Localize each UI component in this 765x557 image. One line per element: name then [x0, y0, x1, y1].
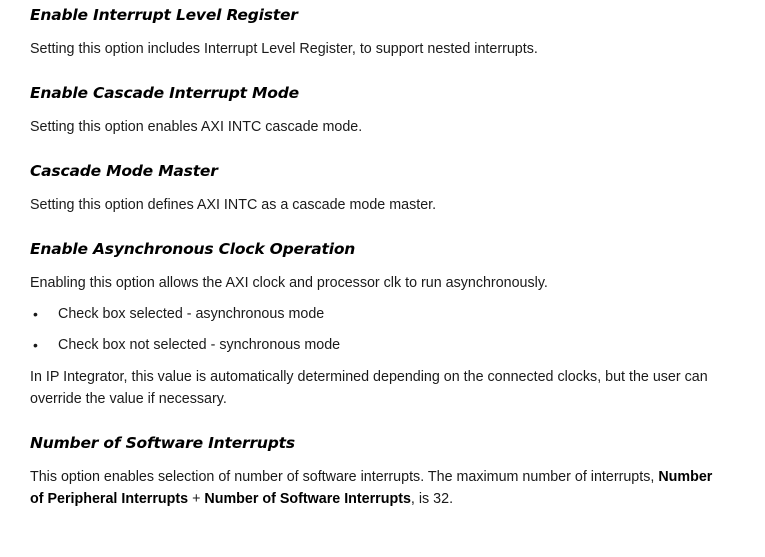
spacer	[30, 294, 725, 303]
spacer	[30, 25, 725, 38]
paragraph-run: , is 32.	[410, 491, 454, 507]
section-heading: Number of Software Interrupts	[30, 434, 295, 452]
list-item-label: Check box selected - asynchronous mode	[58, 306, 325, 322]
section-paragraph: Setting this option defines AXI INTC as …	[30, 197, 437, 213]
list-item: • Check box not selected - synchronous m…	[30, 334, 725, 356]
spacer	[30, 410, 725, 433]
paragraph-run: +	[188, 491, 205, 507]
spacer	[30, 325, 725, 334]
section-paragraph: Setting this option includes Interrupt L…	[30, 41, 538, 57]
spacer	[30, 181, 725, 194]
section-heading: Cascade Mode Master	[30, 162, 218, 180]
section-enable-asynchronous-clock-operation: Enable Asynchronous Clock Operation Enab…	[30, 239, 725, 410]
emphasis-term: Number of Peripheral Interrupts	[30, 469, 713, 507]
section-heading: Enable Interrupt Level Register	[30, 6, 298, 24]
bullet-icon: •	[33, 306, 38, 322]
paragraph-run: This option enables selection of number …	[30, 469, 659, 485]
list-item-label: Check box not selected - synchronous mod…	[58, 337, 341, 353]
spacer	[30, 138, 725, 161]
section-paragraph-secondary: In IP Integrator, this value is automati…	[30, 369, 708, 407]
section-paragraph: Setting this option enables AXI INTC cas…	[30, 119, 363, 135]
list-item: • Check box selected - asynchronous mode	[30, 303, 725, 325]
section-heading: Enable Cascade Interrupt Mode	[30, 84, 299, 102]
bullet-icon: •	[33, 337, 38, 353]
spacer	[30, 60, 725, 83]
section-enable-cascade-interrupt-mode: Enable Cascade Interrupt Mode Setting th…	[30, 83, 725, 138]
section-paragraph-rich: This option enables selection of number …	[30, 466, 725, 510]
section-enable-interrupt-level-register: Enable Interrupt Level Register Setting …	[30, 5, 725, 60]
section-paragraph: Enabling this option allows the AXI cloc…	[30, 275, 548, 291]
spacer	[30, 103, 725, 116]
spacer	[30, 259, 725, 272]
spacer	[30, 356, 725, 366]
spacer	[30, 216, 725, 239]
section-number-of-software-interrupts: Number of Software Interrupts This optio…	[30, 433, 725, 510]
spacer	[30, 453, 725, 466]
emphasis-term: Number of Software Interrupts	[204, 491, 411, 507]
section-heading: Enable Asynchronous Clock Operation	[30, 240, 356, 258]
async-mode-bullet-list: • Check box selected - asynchronous mode…	[30, 303, 725, 356]
section-cascade-mode-master: Cascade Mode Master Setting this option …	[30, 161, 725, 216]
